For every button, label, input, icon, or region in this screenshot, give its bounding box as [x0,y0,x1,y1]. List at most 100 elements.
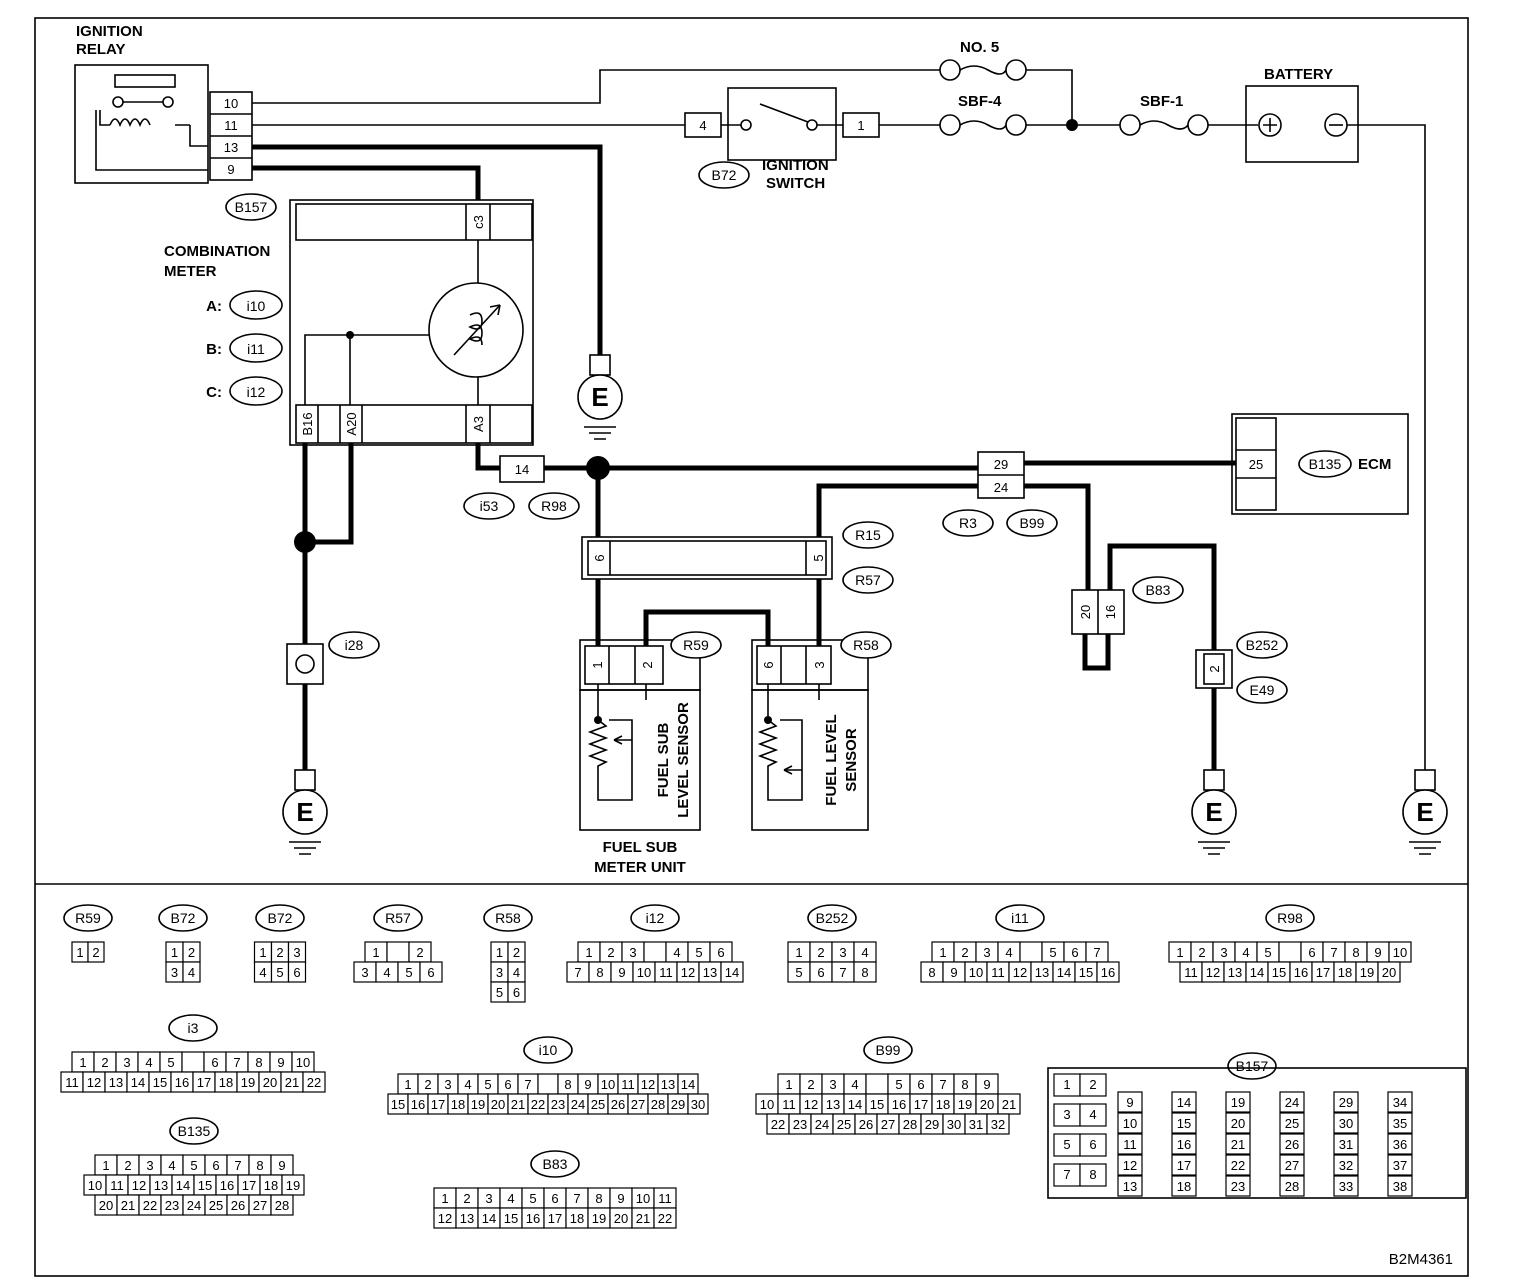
connector-pin: 14 [848,1097,862,1112]
connector-pin: 16 [892,1097,906,1112]
connector-pin: 15 [504,1211,518,1226]
fuse-sbf4-label: SBF-4 [958,93,1002,110]
connector-pin: 17 [197,1075,211,1090]
connector-pin: 10 [1123,1116,1137,1131]
connector-pin: 10 [601,1077,615,1092]
connector-pin: 10 [1393,945,1407,960]
connector-pin: 1 [171,945,178,960]
connector-view-label: B72 [268,910,293,926]
connector-pin: 21 [636,1211,650,1226]
connector-pin: 8 [928,965,935,980]
ecm: 25 [1231,413,1409,515]
connector-r15: 6 5 [581,536,833,580]
connector-pin: 20 [491,1097,505,1112]
svg-text:25: 25 [1249,457,1263,472]
connector-pin: 18 [451,1097,465,1112]
fuse-sbf1-label: SBF-1 [1140,93,1183,110]
connector-pin: 31 [969,1117,983,1132]
connector-pin: 9 [950,965,957,980]
connector-pin: 28 [903,1117,917,1132]
connector-pin: 3 [983,945,990,960]
svg-text:E: E [1416,797,1433,827]
connector-pin: 3 [496,965,503,980]
connector-pin: 23 [551,1097,565,1112]
ecm-label: ECM [1358,456,1391,473]
r15-badge [842,521,894,549]
fuse-no5 [939,59,1027,81]
connector-pin: 27 [881,1117,895,1132]
connector-pin: 11 [659,965,673,980]
connector-view-label: B72 [171,910,196,926]
connector-pin: 5 [695,945,702,960]
connector-pin: 13 [1228,965,1242,980]
svg-text:i28: i28 [345,637,364,653]
connector-pin: 23 [793,1117,807,1132]
connector-pin: 11 [65,1075,79,1090]
connector-pin: 6 [1071,945,1078,960]
connector-pin: 21 [1231,1137,1245,1152]
ground-symbol: E [1402,769,1448,855]
connector-pin: 5 [795,965,802,980]
connector-pin: 28 [651,1097,665,1112]
connector-pin: 26 [859,1117,873,1132]
connector-pin: 1 [496,945,503,960]
diagram-frame [34,17,1469,1277]
svg-text:LEVEL SENSOR: LEVEL SENSOR [675,702,692,818]
connector-pin: 9 [617,1191,624,1206]
connector-view-label: B252 [816,910,849,926]
connector-pin: 4 [464,1077,471,1092]
connector-pin: 12 [804,1097,818,1112]
svg-text:E: E [591,382,608,412]
svg-text:E: E [1205,797,1222,827]
connector-pin: 34 [1393,1095,1407,1110]
connector-pin: 4 [1005,945,1012,960]
svg-text:3: 3 [812,661,827,668]
svg-text:5: 5 [811,554,826,561]
connector-pin: 1 [795,945,802,960]
r58-badge [840,631,892,659]
connector-view-label: B157 [1236,1058,1269,1074]
figure-code: B2M4361 [1389,1251,1453,1268]
wire-relay13-ground [252,144,603,355]
connector-pin: 2 [416,945,423,960]
connector-pin: 38 [1393,1179,1407,1194]
connector-pin: 4 [383,965,390,980]
connector-pin: 27 [631,1097,645,1112]
connector-view-label: i3 [188,1020,199,1036]
svg-text:E49: E49 [1250,682,1275,698]
svg-text:i11: i11 [247,341,265,357]
connector-pin: 32 [1339,1158,1353,1173]
connector-pin: 2 [188,945,195,960]
connector-pin: 1 [441,1191,448,1206]
connector-pin: 6 [1308,945,1315,960]
connector-pin: 24 [571,1097,585,1112]
connector-pin: 6 [212,1158,219,1173]
svg-text:c3: c3 [471,215,486,229]
connector-pin: 13 [826,1097,840,1112]
connector-pin: 7 [573,1191,580,1206]
connector-pin: 12 [681,965,695,980]
combination-meter: c3 B16 A20 A3 [289,199,534,446]
connector-pin: 7 [574,965,581,980]
connector-pin: 13 [460,1211,474,1226]
connector-pin: 1 [785,1077,792,1092]
connector-pin: 17 [548,1211,562,1226]
connector-pin: 6 [504,1077,511,1092]
connector-b83: 20 16 [1071,589,1125,635]
connector-pin: 2 [513,945,520,960]
connector-pin: 16 [220,1178,234,1193]
wire-battery-ground [1347,124,1426,770]
connector-pin: 2 [961,945,968,960]
svg-text:1: 1 [857,118,864,133]
connector-pin: 5 [496,985,503,1000]
connector-pin: 19 [471,1097,485,1112]
connector-pin: 17 [1316,965,1330,980]
connector-pin: 1 [404,1077,411,1092]
connector-pin: 16 [526,1211,540,1226]
